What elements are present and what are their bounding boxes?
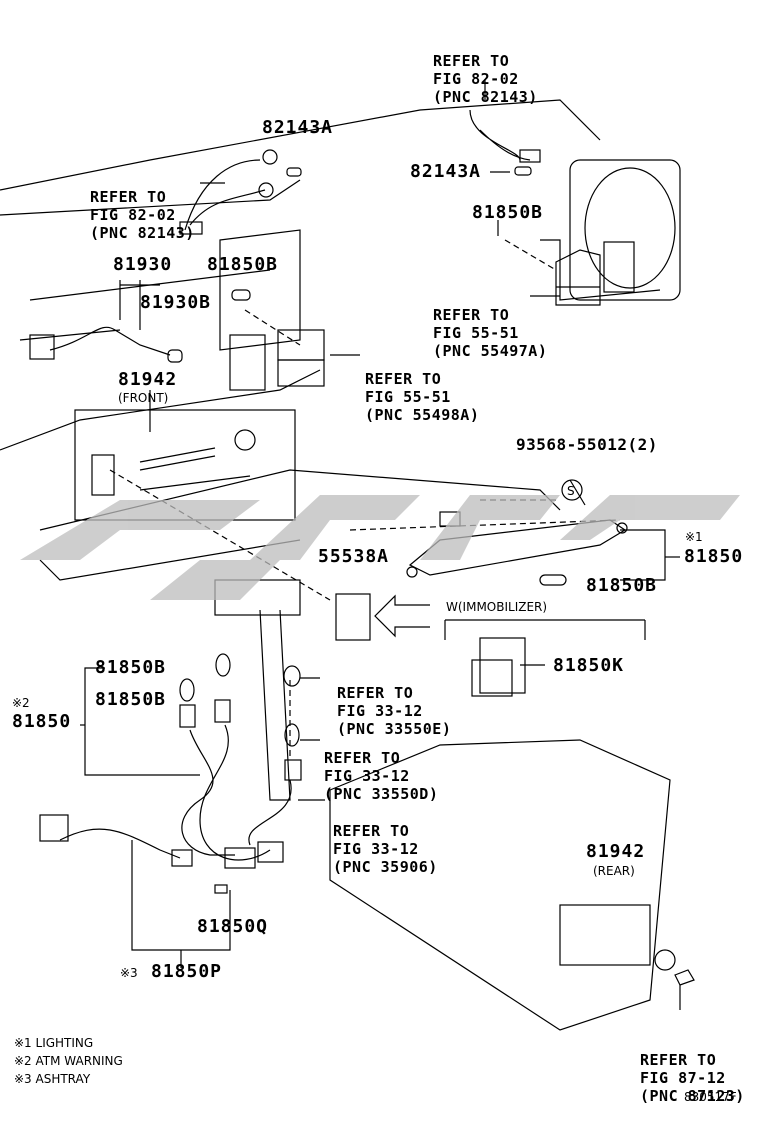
bulb-icon [283,665,301,687]
center-cluster [219,229,301,351]
legend: ※1 LIGHTING ※2 ATM WARNING ※3 ASHTRAY [14,1034,123,1088]
switch-block-55498a [277,329,325,361]
mark-2: ※2 [12,696,30,710]
arrow-icon [374,594,430,638]
mark-1: ※1 [685,530,703,544]
mark-3: ※3 [120,966,138,980]
connector-81930 [29,334,55,360]
bulb-icon [179,678,195,702]
bulb-icon [284,723,300,747]
part-81850q: 81850Q [197,916,269,937]
part-81850b-right: 81850B [586,575,658,596]
switch-55497a [555,249,601,306]
part-81850b-left1: 81850B [95,657,167,678]
part-81850p: 81850P [151,961,223,982]
legend-item: ※1 LIGHTING [14,1036,94,1050]
part-82143a-right: 82143A [410,161,482,182]
part-81850b-left2: 81850B [95,689,167,710]
bulb-81850b [539,574,567,586]
part-55538a: 55538A [318,546,390,567]
part-81942-front: 81942 [118,369,178,390]
watermark [20,495,740,600]
part-81930b: 81930B [140,292,212,313]
bulb-icon [215,653,231,677]
part-55538a [335,593,371,641]
part-93568: 93568-55012(2) [516,435,658,454]
part-81850k: 81850K [553,655,625,676]
screw-s-symbol: S [567,484,575,498]
part-81850-right: 81850 [684,546,744,567]
part-81850-left: 81850 [12,711,72,732]
screw-symbol [561,479,583,501]
legend-item: ※2 ATM WARNING [14,1054,123,1068]
switch-81850k [479,637,526,694]
dashboard-upper-outline [0,99,601,191]
part-81850b-upper: 81850B [472,202,544,223]
label-rear: (REAR) [593,864,635,878]
console-box [329,739,671,1031]
part-81942-rear: 81942 [586,841,646,862]
connector-left [39,814,69,842]
rear-panel [559,904,651,966]
figure-code: 830517F [684,1090,737,1104]
legend-item: ※3 ASHTRAY [14,1072,91,1086]
label-front: (FRONT) [118,391,169,405]
part-81850b-mid: 81850B [207,254,279,275]
part-81930: 81930 [113,254,173,275]
label-immobilizer: W(IMMOBILIZER) [446,600,548,614]
part-82143a: 82143A [262,117,334,138]
bulb-81850q [214,884,228,894]
group-bracket-left [84,667,200,776]
